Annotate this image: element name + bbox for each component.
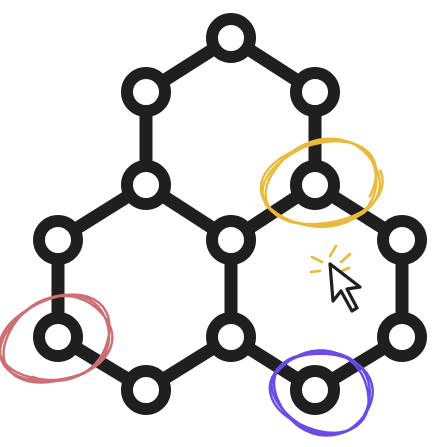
node-top <box>206 13 256 63</box>
node-lower-left-node <box>33 312 83 362</box>
gold-scribble-highlight <box>259 137 384 228</box>
cursor-sparkle-2 <box>310 255 324 264</box>
node-mid-left <box>121 160 171 210</box>
cursor-sparkle-1 <box>328 244 338 258</box>
red-scribble-highlight <box>0 293 114 384</box>
node-center <box>206 215 256 265</box>
mouse-pointer-icon <box>328 262 362 313</box>
node-right-bottom <box>377 312 427 362</box>
highlight-scribbles-group <box>0 137 384 437</box>
node-center-bottom <box>206 312 256 362</box>
node-upper-left <box>121 67 171 117</box>
cursor-sparkle-4 <box>309 269 322 274</box>
node-far-left <box>33 215 83 265</box>
node-right-top <box>377 215 427 265</box>
nodes-group <box>33 13 427 415</box>
cursor-group <box>309 244 362 313</box>
node-bottom-right-node <box>290 365 340 415</box>
node-upper-right <box>290 67 340 117</box>
node-bottom-left <box>121 365 171 415</box>
cursor-sparkle-3 <box>339 252 352 264</box>
purple-scribble-highlight <box>268 349 374 437</box>
node-upper-right-junction <box>290 160 340 210</box>
